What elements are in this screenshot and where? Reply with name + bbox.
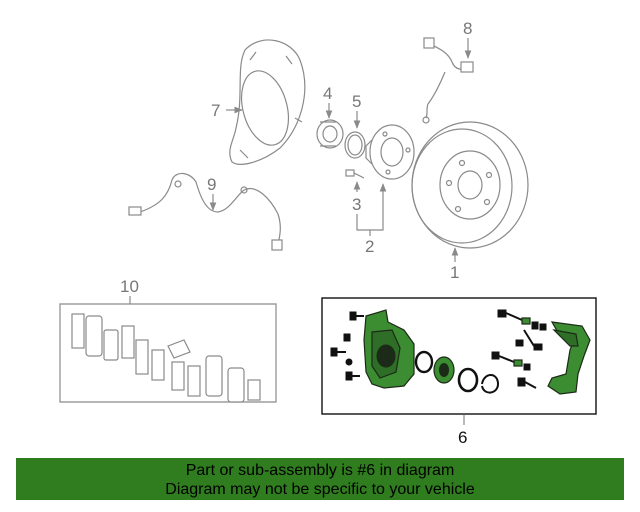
splash-shield-part[interactable] <box>229 39 306 165</box>
callout-8[interactable]: 8 <box>463 19 472 38</box>
callout-6[interactable]: 6 <box>458 428 467 447</box>
brake-hose-part[interactable] <box>422 37 474 124</box>
slide-pins <box>491 309 547 389</box>
callout-10[interactable]: 10 <box>120 277 139 296</box>
banner-line-2: Diagram may not be specific to your vehi… <box>165 481 475 498</box>
wheel-hub-part[interactable] <box>365 124 415 180</box>
wear-sensor-part[interactable] <box>128 172 283 251</box>
info-banner: Part or sub-assembly is #6 in diagram Di… <box>16 458 624 500</box>
snap-ring-part[interactable] <box>344 131 366 159</box>
wheel-bearing-part[interactable] <box>316 119 344 149</box>
caliper-bolts <box>330 311 364 381</box>
banner-line-1: Part or sub-assembly is #6 in diagram <box>185 462 455 479</box>
callout-1[interactable]: 1 <box>450 263 459 282</box>
caliper-assembly-part[interactable] <box>321 297 597 415</box>
callout-3[interactable]: 3 <box>352 195 361 214</box>
hub-bolt-part[interactable] <box>345 169 365 179</box>
pad-set-part[interactable] <box>59 303 277 403</box>
callout-9[interactable]: 9 <box>207 175 216 194</box>
callout-4[interactable]: 4 <box>323 84 332 103</box>
callout-2[interactable]: 2 <box>365 237 374 256</box>
brake-rotor-part[interactable] <box>411 121 529 249</box>
callout-5[interactable]: 5 <box>352 92 361 111</box>
callout-7[interactable]: 7 <box>211 101 220 120</box>
